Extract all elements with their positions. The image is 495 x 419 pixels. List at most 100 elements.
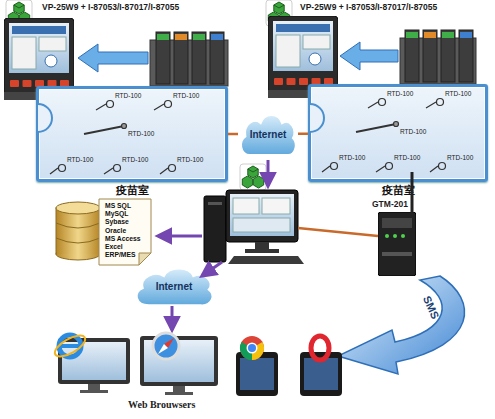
database-item: MS Access bbox=[105, 235, 159, 243]
rtd-sensor bbox=[107, 101, 114, 108]
module-stripe bbox=[424, 32, 436, 38]
database-item: MySQL bbox=[105, 210, 159, 218]
status-led bbox=[393, 234, 397, 238]
sensor-group bbox=[50, 99, 446, 175]
io-module bbox=[441, 30, 455, 82]
chrome-logo-part bbox=[252, 342, 264, 360]
rtd-sensor bbox=[386, 163, 393, 170]
sensor-wire bbox=[50, 104, 168, 174]
gtm-shape bbox=[378, 212, 416, 276]
flow-arrow bbox=[158, 235, 202, 238]
device-model-label: GTM-201 bbox=[372, 199, 408, 209]
doc-node: MS SQLMySQLSybaseOracleMS AccessExcelERP… bbox=[98, 198, 152, 266]
rtd-probe bbox=[84, 126, 124, 134]
cloud-label: Internet bbox=[238, 129, 298, 140]
rtd-sensor bbox=[437, 99, 444, 106]
sms-label: SMS bbox=[421, 294, 442, 321]
database-item: Sybase bbox=[105, 218, 159, 226]
chrome-logo-ring bbox=[247, 343, 258, 354]
phone-screen bbox=[240, 358, 274, 390]
io-modules bbox=[400, 30, 476, 84]
opera-phone bbox=[300, 336, 342, 396]
database-item: Excel bbox=[105, 243, 159, 251]
chrome-logo-center bbox=[248, 344, 256, 352]
network-cable bbox=[228, 133, 238, 136]
function-key bbox=[287, 78, 296, 85]
chrome-logo bbox=[240, 336, 264, 360]
io-module bbox=[210, 32, 224, 84]
pc-tower bbox=[204, 196, 226, 262]
compass-needle bbox=[164, 338, 174, 348]
chrome-phone bbox=[236, 336, 278, 396]
flow-arrow bbox=[171, 306, 174, 330]
monitor-frame bbox=[226, 190, 298, 242]
blue-arrow bbox=[340, 42, 398, 70]
database-cylinder bbox=[56, 202, 100, 260]
chrome-logo-part bbox=[240, 342, 252, 360]
network-cable bbox=[298, 132, 308, 135]
function-key bbox=[23, 80, 32, 87]
room-label: 疫苗室 bbox=[311, 183, 485, 198]
cable-line bbox=[298, 228, 378, 236]
screen-panel bbox=[276, 35, 300, 67]
door-arc bbox=[38, 104, 52, 132]
rtd-sensor bbox=[59, 165, 66, 172]
screen-window bbox=[262, 198, 290, 214]
monitor-base bbox=[245, 249, 279, 253]
function-key bbox=[274, 78, 283, 85]
rtd-sensor bbox=[331, 163, 338, 170]
monitor-frame bbox=[58, 338, 130, 384]
safari-logo bbox=[153, 333, 179, 359]
module-stripe bbox=[175, 34, 187, 40]
screen-window bbox=[233, 198, 259, 214]
rtd-sensor bbox=[114, 165, 121, 172]
monitor-frame bbox=[140, 336, 218, 386]
cylinder-ring bbox=[56, 223, 100, 243]
modem-stripe bbox=[382, 252, 412, 256]
ie-logo-orbit bbox=[52, 331, 88, 360]
keyboard bbox=[228, 256, 304, 264]
rtd-sensor bbox=[165, 101, 172, 108]
io-modules bbox=[150, 32, 228, 86]
drive-bay bbox=[208, 202, 222, 205]
rtd-sensor bbox=[169, 165, 176, 172]
door-arc bbox=[310, 104, 324, 132]
compass-needle bbox=[158, 344, 168, 354]
module-stripe bbox=[211, 34, 223, 40]
modem-body bbox=[378, 212, 416, 276]
io-module bbox=[405, 30, 419, 82]
room-node: 疫苗室 bbox=[36, 86, 228, 182]
database-item: MS SQL bbox=[105, 202, 159, 210]
screen-bar bbox=[276, 24, 330, 32]
monitor-screen bbox=[144, 340, 214, 382]
screen-gauge bbox=[45, 55, 57, 67]
phone-screen bbox=[304, 358, 338, 390]
database-item: Oracle bbox=[105, 227, 159, 235]
module-stripe bbox=[406, 32, 418, 38]
room-label: 疫苗室 bbox=[39, 183, 225, 198]
screen-panel bbox=[12, 37, 36, 69]
ie-monitor bbox=[52, 331, 130, 393]
caption-label: Web Brouwsers bbox=[128, 399, 195, 410]
io-module bbox=[459, 30, 473, 82]
monitor-stand bbox=[88, 384, 100, 390]
probe-tip bbox=[122, 124, 127, 129]
monitor-stand bbox=[173, 386, 185, 392]
flow-arrow bbox=[202, 262, 222, 276]
monitor-stand bbox=[255, 242, 269, 250]
io-module bbox=[423, 30, 437, 82]
module-stripe bbox=[460, 32, 472, 38]
opera-logo bbox=[311, 336, 329, 360]
status-led bbox=[401, 234, 405, 238]
module-stripe bbox=[157, 34, 169, 40]
screen-panel bbox=[39, 37, 66, 51]
sensor-wire bbox=[322, 102, 438, 172]
monitor-screen bbox=[230, 194, 294, 236]
io-module bbox=[192, 32, 206, 84]
device-model-label: VP-25W9 + I-87053/I-87017/I-87055 bbox=[300, 2, 437, 12]
cylinder-top bbox=[56, 202, 100, 214]
room-node: 疫苗室 bbox=[308, 84, 488, 182]
